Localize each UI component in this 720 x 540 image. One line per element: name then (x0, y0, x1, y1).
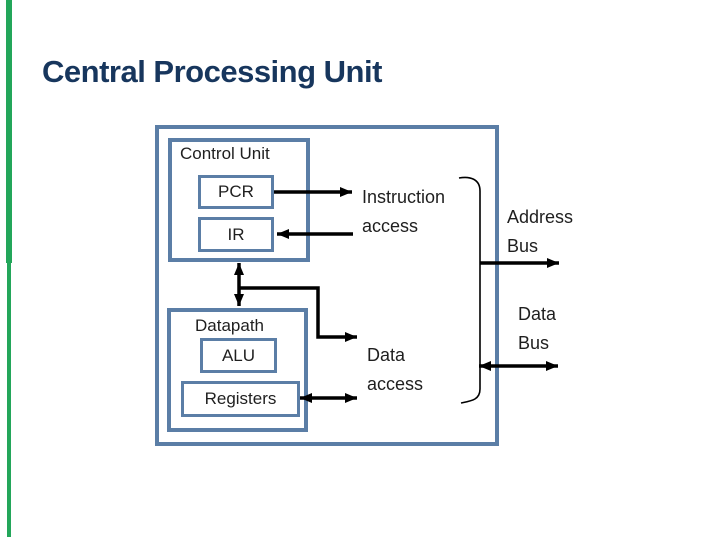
address-bus-label: Address Bus (507, 207, 574, 256)
left-accent-bar-upper (6, 0, 12, 263)
slide-title: Central Processing Unit (42, 54, 382, 89)
ir-label: IR (227, 224, 245, 244)
pcr-box: PCR (198, 175, 274, 209)
pcr-label: PCR (218, 182, 254, 201)
data-access-label: Data access (367, 345, 424, 394)
datapath-label: Datapath (195, 316, 264, 335)
registers-box: Registers (181, 381, 300, 417)
left-accent-bar-lower (7, 263, 11, 537)
alu-label: ALU (221, 345, 256, 365)
data-bus-label: Data Bus (518, 304, 557, 353)
instruction-access-label: Instruction access (362, 187, 446, 236)
ir-box: IR (198, 217, 274, 252)
control-unit-label: Control Unit (180, 144, 270, 163)
registers-label: Registers (204, 389, 277, 408)
alu-box: ALU (200, 338, 277, 373)
